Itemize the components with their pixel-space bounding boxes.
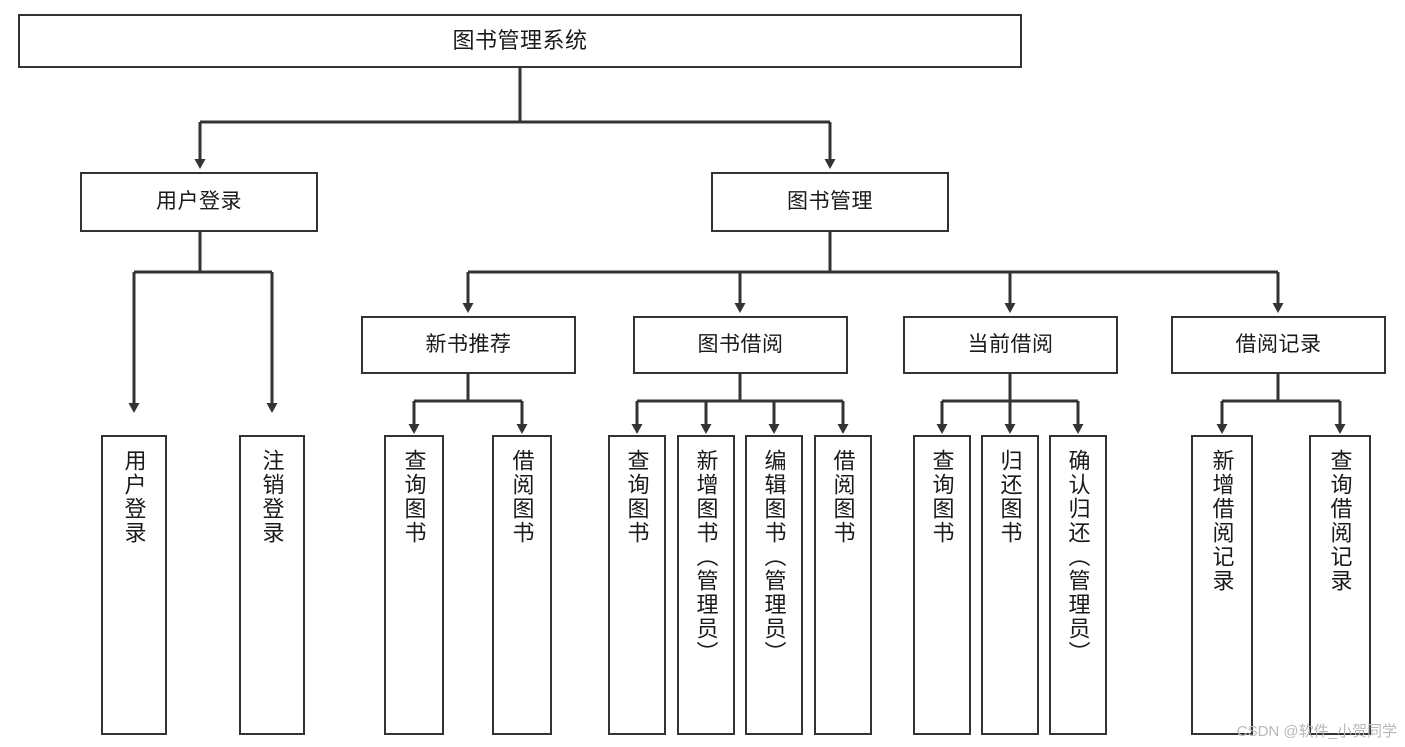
node-borrow-record[interactable]: 借阅记录 xyxy=(1171,316,1386,374)
node-current-borrow-label: 当前借阅 xyxy=(967,332,1054,356)
node-leaf-add-book-label: 新增图书（管理员） xyxy=(693,449,719,665)
node-leaf-logout-login[interactable]: 注销登录 xyxy=(239,435,305,735)
node-leaf-query-borrow-record-label: 查询借阅记录 xyxy=(1327,449,1353,593)
node-leaf-query-book-3-label: 查询图书 xyxy=(929,449,955,545)
node-leaf-user-login[interactable]: 用户登录 xyxy=(101,435,167,735)
node-leaf-borrow-book-1[interactable]: 借阅图书 xyxy=(492,435,552,735)
node-borrow-record-label: 借阅记录 xyxy=(1235,332,1322,356)
node-new-book-recommend[interactable]: 新书推荐 xyxy=(361,316,576,374)
node-user-login[interactable]: 用户登录 xyxy=(80,172,318,232)
node-leaf-return-book-label: 归还图书 xyxy=(997,449,1023,545)
node-book-manage-label: 图书管理 xyxy=(787,189,873,213)
node-leaf-confirm-return-label: 确认归还（管理员） xyxy=(1065,449,1091,665)
node-leaf-query-book-1[interactable]: 查询图书 xyxy=(384,435,444,735)
node-leaf-borrow-book-1-label: 借阅图书 xyxy=(509,449,535,545)
node-leaf-add-borrow-record[interactable]: 新增借阅记录 xyxy=(1191,435,1253,735)
node-book-borrow-label: 图书借阅 xyxy=(697,332,784,356)
node-leaf-return-book[interactable]: 归还图书 xyxy=(981,435,1039,735)
node-leaf-query-book-2-label: 查询图书 xyxy=(624,449,650,545)
node-book-borrow[interactable]: 图书借阅 xyxy=(633,316,848,374)
node-user-login-label: 用户登录 xyxy=(156,189,242,213)
node-leaf-add-borrow-record-label: 新增借阅记录 xyxy=(1209,449,1235,593)
node-leaf-query-book-3[interactable]: 查询图书 xyxy=(913,435,971,735)
node-book-manage[interactable]: 图书管理 xyxy=(711,172,949,232)
node-leaf-edit-book-label: 编辑图书（管理员） xyxy=(761,449,787,665)
node-root[interactable]: 图书管理系统 xyxy=(18,14,1022,68)
node-leaf-borrow-book-2-label: 借阅图书 xyxy=(830,449,856,545)
node-current-borrow[interactable]: 当前借阅 xyxy=(903,316,1118,374)
node-leaf-user-login-label: 用户登录 xyxy=(121,449,147,545)
node-leaf-query-book-1-label: 查询图书 xyxy=(401,449,427,545)
node-leaf-edit-book[interactable]: 编辑图书（管理员） xyxy=(745,435,803,735)
node-leaf-add-book[interactable]: 新增图书（管理员） xyxy=(677,435,735,735)
node-leaf-query-book-2[interactable]: 查询图书 xyxy=(608,435,666,735)
node-leaf-confirm-return[interactable]: 确认归还（管理员） xyxy=(1049,435,1107,735)
node-leaf-borrow-book-2[interactable]: 借阅图书 xyxy=(814,435,872,735)
node-root-label: 图书管理系统 xyxy=(452,28,588,54)
node-new-book-recommend-label: 新书推荐 xyxy=(425,332,512,356)
node-leaf-query-borrow-record[interactable]: 查询借阅记录 xyxy=(1309,435,1371,735)
node-leaf-logout-login-label: 注销登录 xyxy=(259,449,285,545)
